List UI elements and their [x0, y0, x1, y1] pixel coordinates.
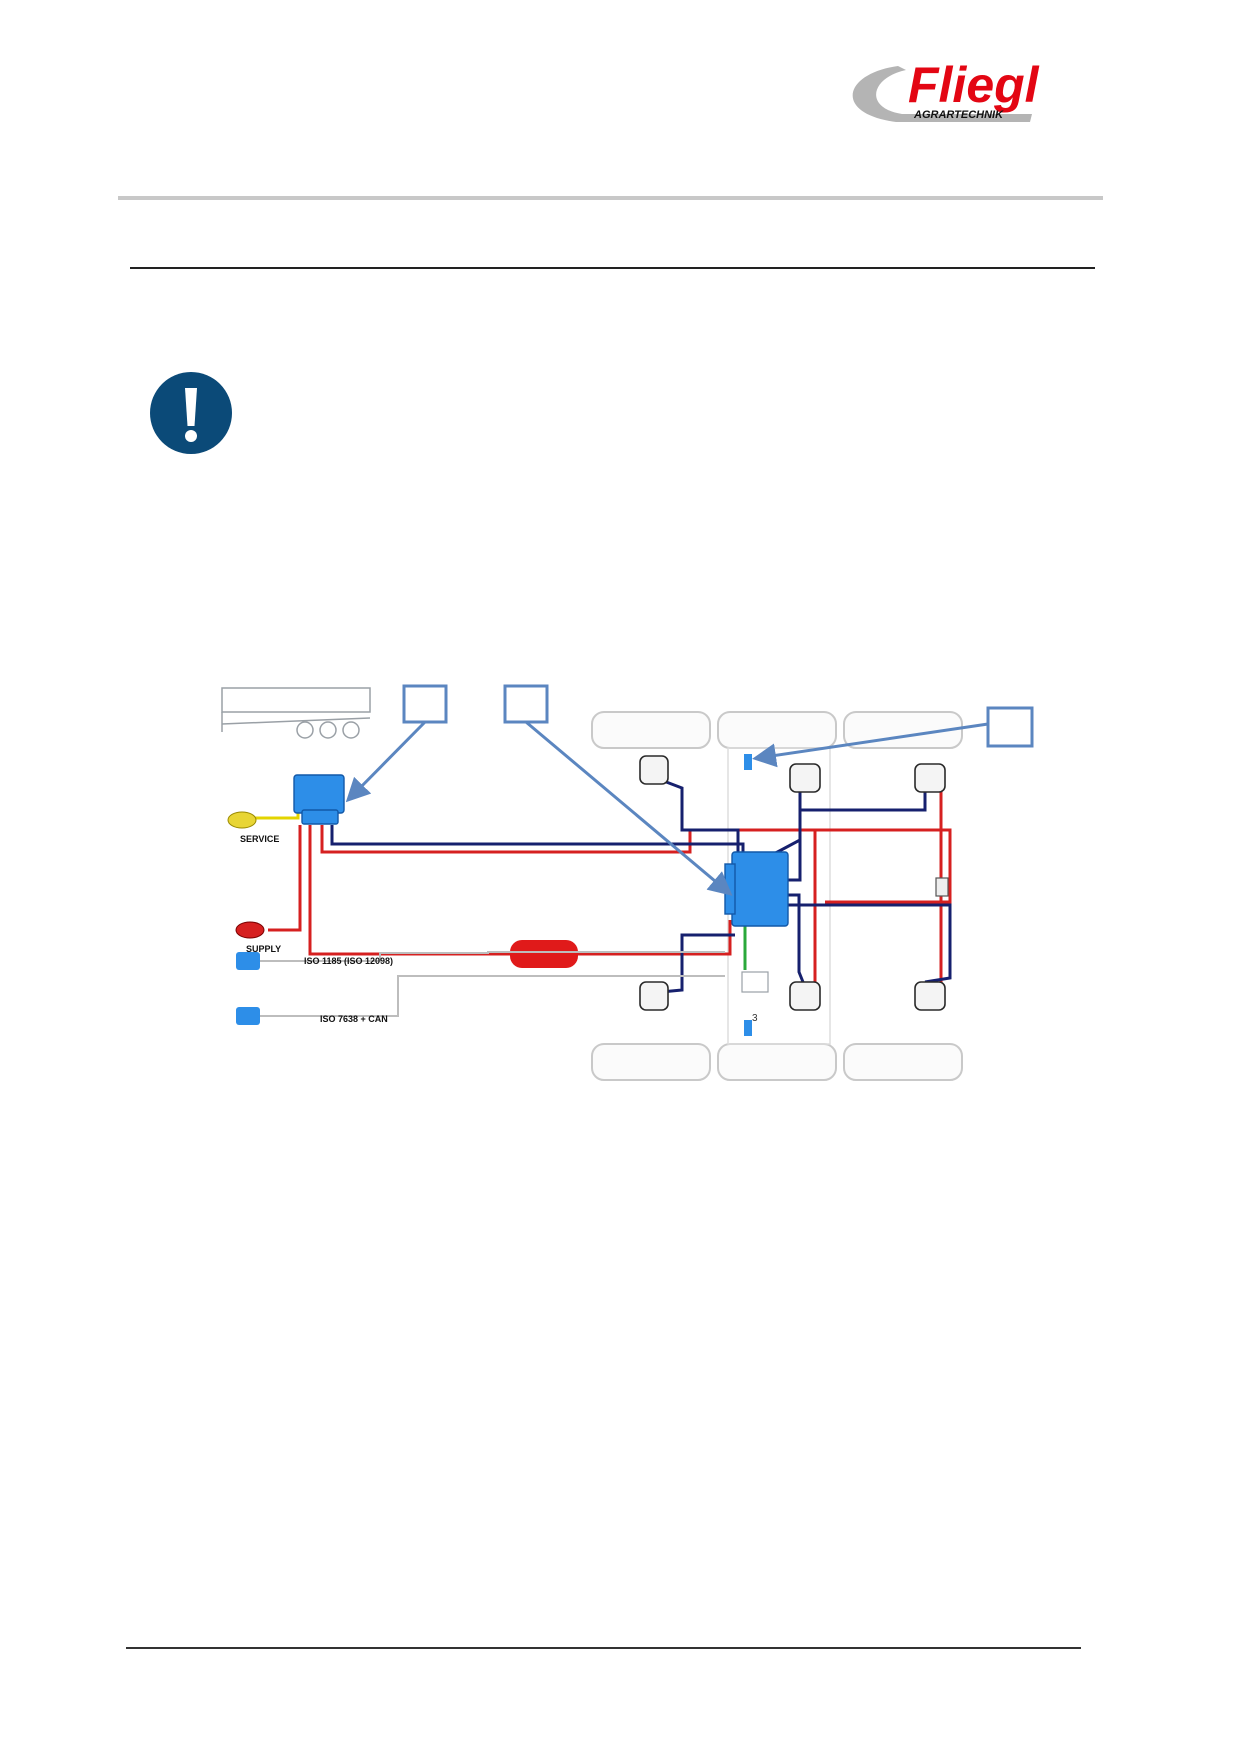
supply-lines	[268, 780, 952, 1000]
iso-1185-connector	[236, 952, 260, 970]
iso-1185-label: ISO 1185 (ISO 12098)	[304, 956, 393, 966]
wheel	[591, 711, 711, 749]
callout-box	[986, 706, 1034, 748]
callout-box	[402, 684, 448, 724]
ebs-brake-system-diagram: 3 SERVICE SUPPLY ISO 1185 (ISO 12098) IS…	[221, 684, 1034, 1081]
exclamation-circle-icon	[150, 372, 232, 454]
ebs-modulator	[724, 851, 789, 927]
component-label-3: 3	[752, 1013, 758, 1024]
title-rule	[130, 267, 1095, 269]
service-label: SERVICE	[240, 834, 279, 844]
iso-7638-connector	[236, 1007, 260, 1025]
air-reservoir	[510, 940, 578, 968]
supply-coupling	[235, 921, 265, 939]
ecu-box	[741, 971, 769, 993]
wheel	[843, 1043, 963, 1081]
wheel	[717, 711, 837, 749]
iso-cables	[240, 951, 725, 1017]
supply-label: SUPPLY	[246, 944, 281, 954]
callout-arrow	[525, 720, 733, 896]
logo-swoosh	[852, 66, 1032, 122]
brake-chamber	[914, 763, 946, 793]
wheel	[717, 1043, 837, 1081]
brake-chambers	[639, 755, 946, 1011]
callout-box	[503, 684, 549, 724]
service-line	[250, 808, 300, 820]
control-lines	[330, 778, 952, 994]
wheels	[591, 711, 963, 1081]
iso-7638-label: ISO 7638 + CAN	[320, 1014, 388, 1024]
brake-chamber	[789, 981, 821, 1011]
callout-arrow	[752, 722, 989, 768]
brake-chamber	[639, 755, 669, 785]
wheel	[843, 711, 963, 749]
trailer-thumbnail	[221, 687, 371, 739]
footer-rule	[126, 1647, 1081, 1649]
callout-arrows	[345, 720, 989, 896]
header-rule	[118, 196, 1103, 200]
service-coupling	[227, 811, 257, 829]
coupling-valve	[293, 774, 345, 825]
wheel	[591, 1043, 711, 1081]
brake-chamber	[789, 763, 821, 793]
logo-tagline: AGRARTECHNIK	[913, 109, 1004, 121]
logo-brand: Fliegl	[908, 57, 1040, 113]
fliegl-logo: Fliegl AGRARTECHNIK	[852, 57, 1040, 122]
wear-sensor	[744, 1020, 752, 1036]
wear-sensor	[744, 754, 752, 770]
callout-arrow	[345, 720, 427, 803]
axle-sensor	[935, 877, 949, 897]
brake-chamber	[914, 981, 946, 1011]
brake-chamber	[639, 981, 669, 1011]
